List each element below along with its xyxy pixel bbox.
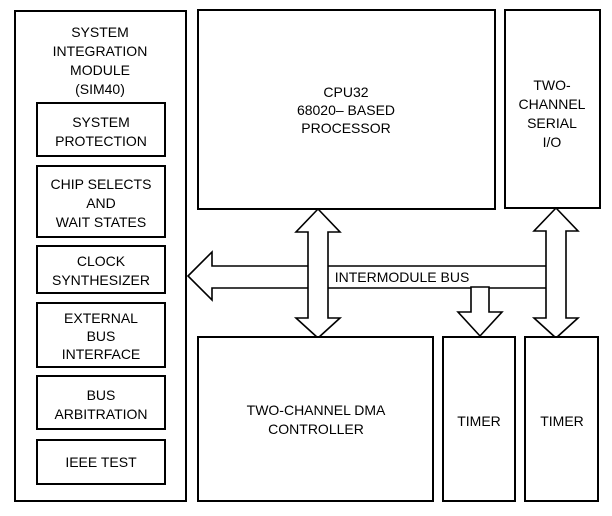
ieee-test-label: IEEE TEST — [65, 454, 137, 470]
serial-io-line-4: I/O — [543, 134, 562, 150]
serial-io-box — [504, 9, 601, 209]
clock-synthesizer-line-1: CLOCK — [77, 253, 126, 269]
sim-module: SYSTEM INTEGRATION MODULE (SIM40) SYSTEM… — [14, 10, 187, 502]
bus-arbitration-line-2: ARBITRATION — [54, 406, 147, 422]
cpu-module: CPU32 68020– BASED PROCESSOR — [197, 9, 496, 210]
cpu-box — [197, 9, 496, 210]
sim-title-line-4: (SIM40) — [75, 81, 125, 97]
bus-arbitration-line-1: BUS — [87, 387, 116, 403]
cpu-line-2: 68020– BASED — [297, 102, 395, 118]
timer2-label: TIMER — [540, 413, 584, 429]
system-protection-line-2: PROTECTION — [55, 133, 147, 149]
dma-module: TWO-CHANNEL DMA CONTROLLER — [197, 336, 434, 502]
sim-title-line-2: INTEGRATION — [53, 43, 148, 59]
external-bus-interface-box — [36, 302, 166, 368]
system-protection-box — [36, 102, 166, 157]
serial-io-line-2: CHANNEL — [519, 96, 586, 112]
intermodule-bus-label: INTERMODULE BUS — [335, 269, 470, 285]
intermodule-bus: INTERMODULE BUS — [186, 206, 581, 340]
ieee-test-box — [36, 439, 166, 485]
serial-io-module: TWO- CHANNEL SERIAL I/O — [504, 9, 601, 209]
system-protection-line-1: SYSTEM — [72, 114, 130, 130]
dma-box — [197, 336, 434, 502]
external-bus-interface-line-1: EXTERNAL — [64, 310, 138, 326]
chip-selects-box — [36, 165, 166, 238]
chip-selects-line-2: AND — [86, 195, 116, 211]
serial-io-line-1: TWO- — [533, 77, 571, 93]
dma-line-1: TWO-CHANNEL DMA — [247, 402, 386, 418]
external-bus-interface-line-2: BUS — [87, 328, 116, 344]
timer2-box — [524, 336, 599, 502]
serial-io-line-3: SERIAL — [527, 115, 577, 131]
timer1-label: TIMER — [457, 413, 501, 429]
cpu-line-1: CPU32 — [323, 84, 368, 100]
external-bus-interface-line-3: INTERFACE — [62, 346, 141, 362]
sim-title-line-1: SYSTEM — [71, 24, 129, 40]
chip-selects-line-3: WAIT STATES — [56, 214, 147, 230]
sim-title-line-3: MODULE — [70, 62, 130, 78]
bus-arbitration-box — [36, 375, 166, 430]
timer1-bus-connector — [456, 286, 504, 338]
clock-synthesizer-box — [36, 245, 166, 294]
cpu-line-3: PROCESSOR — [301, 120, 390, 136]
timer1-box — [442, 336, 516, 502]
chip-selects-line-1: CHIP SELECTS — [51, 176, 152, 192]
dma-line-2: CONTROLLER — [268, 421, 364, 437]
timer2-module: TIMER — [524, 336, 599, 502]
timer1-module: TIMER — [442, 336, 516, 502]
clock-synthesizer-line-2: SYNTHESIZER — [52, 272, 150, 288]
